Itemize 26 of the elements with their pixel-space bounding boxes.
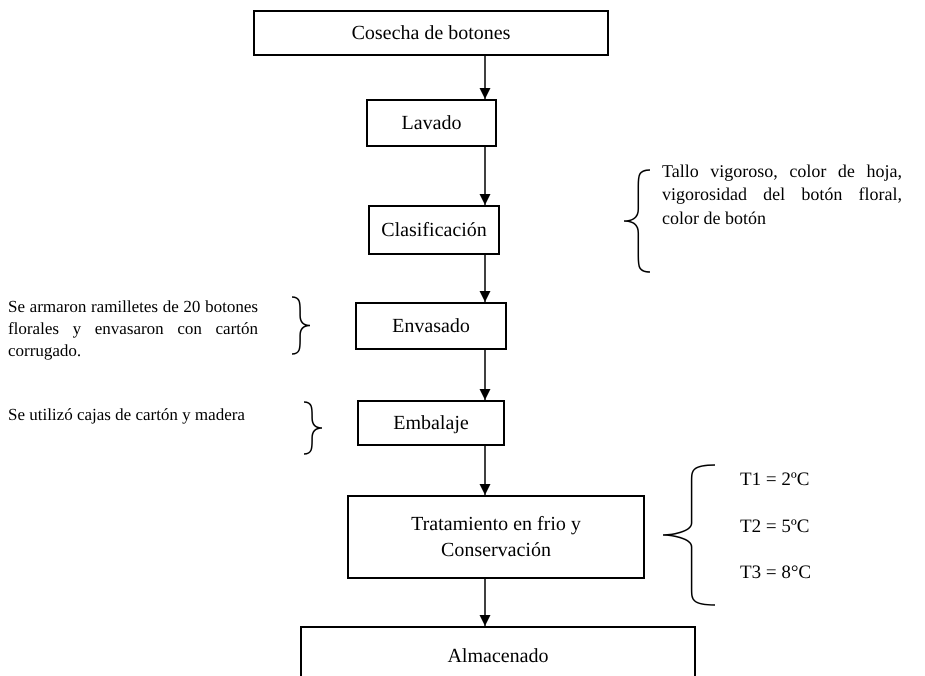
side-note: Se utilizó cajas de cartón y madera bbox=[8, 404, 246, 426]
arrow bbox=[480, 446, 490, 495]
arrow bbox=[480, 56, 490, 99]
arrow bbox=[480, 350, 490, 400]
process-box bbox=[357, 400, 505, 446]
process-box bbox=[366, 99, 497, 147]
step-label: Cosecha de botones bbox=[352, 21, 510, 46]
process-box bbox=[355, 302, 507, 350]
side-note: T1 = 2ºC bbox=[740, 470, 810, 489]
process-box bbox=[368, 205, 500, 255]
arrow bbox=[480, 147, 490, 205]
step-label: Almacenado bbox=[447, 644, 549, 669]
side-note: Tallo vigoroso, color de hoja, vigorosidad del botón floral, color de botón bbox=[662, 160, 902, 230]
step-label: Tratamiento en frio y Conservación bbox=[410, 512, 582, 563]
side-note: T2 = 5ºC bbox=[740, 517, 810, 536]
step-label: Envasado bbox=[392, 314, 470, 339]
side-note: T3 = 8°C bbox=[740, 563, 812, 582]
process-box bbox=[300, 626, 696, 676]
arrow bbox=[480, 579, 490, 626]
arrow bbox=[480, 255, 490, 302]
step-label: Clasificación bbox=[381, 218, 487, 243]
side-note: Se armaron ramilletes de 20 botones florales y envasaron con cartón corrugado. bbox=[8, 296, 258, 362]
step-label: Lavado bbox=[402, 111, 462, 136]
process-box bbox=[347, 495, 645, 579]
step-label: Embalaje bbox=[393, 411, 469, 436]
process-box bbox=[253, 10, 609, 56]
